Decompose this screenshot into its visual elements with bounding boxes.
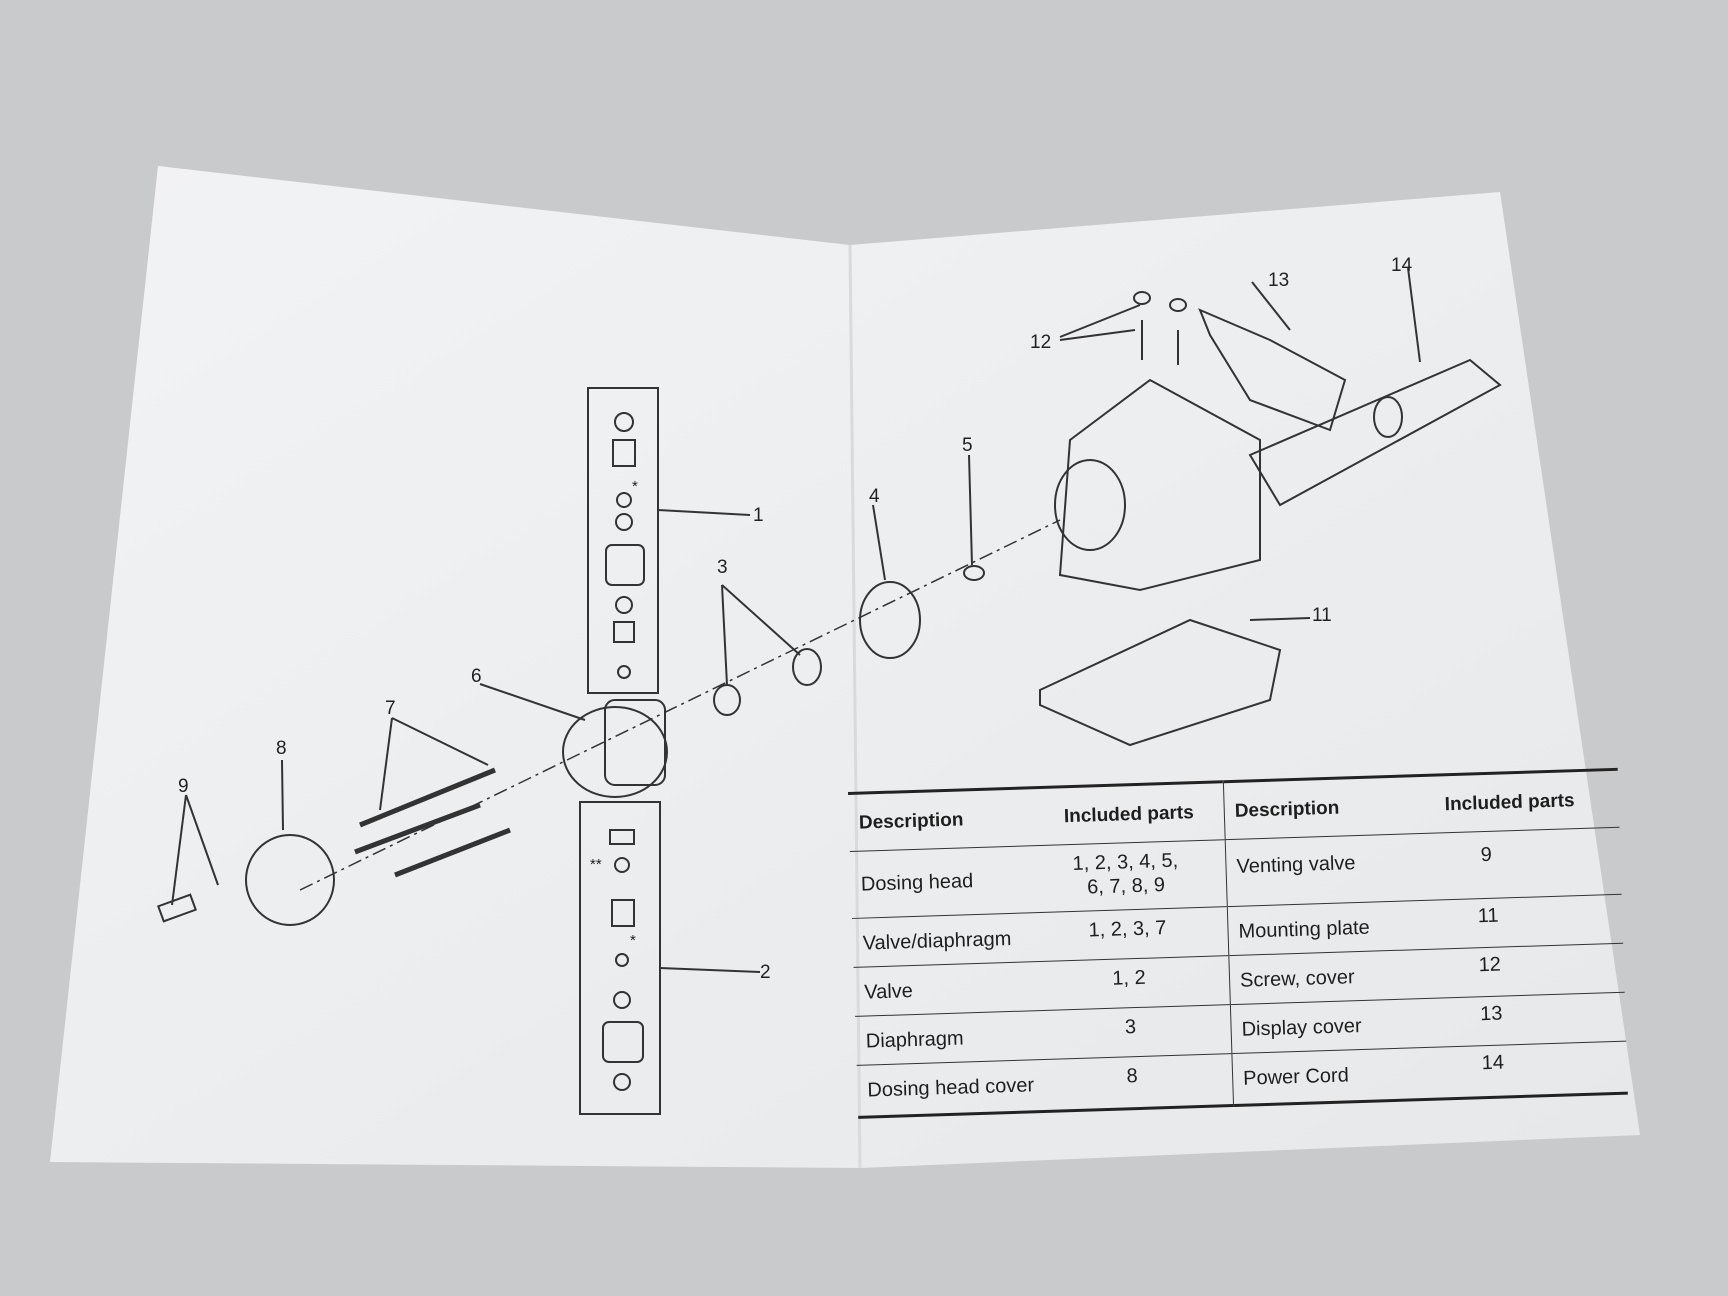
row-description: Screw, cover — [1239, 966, 1355, 992]
row-parts: 13 — [1479, 1002, 1503, 1026]
callout-4: 4 — [869, 486, 880, 507]
row-description: Dosing head cover — [867, 1074, 1035, 1102]
row-parts: 3 — [1124, 1016, 1137, 1039]
callout-2: 2 — [760, 962, 771, 983]
callout-13: 13 — [1268, 270, 1290, 291]
row-description: Diaphragm — [865, 1027, 964, 1053]
row-description: Dosing head — [860, 870, 974, 896]
row-parts: 14 — [1481, 1051, 1505, 1075]
row-description: Power Cord — [1242, 1064, 1350, 1090]
row-description: Valve — [863, 980, 914, 1004]
table-right: Description Included parts Venting valve… — [1223, 767, 1628, 1108]
row-parts: 11 — [1477, 904, 1499, 928]
callout-11: 11 — [1312, 605, 1332, 626]
callout-3: 3 — [717, 557, 728, 578]
row-description: Mounting plate — [1238, 916, 1371, 943]
callout-8: 8 — [276, 738, 287, 759]
table-row: Venting valve 9 — [1225, 827, 1622, 908]
header-description: Description — [858, 809, 964, 834]
row-description: Venting valve — [1236, 852, 1356, 878]
paper-fold — [848, 244, 862, 1169]
header-included-parts: Included parts — [1444, 790, 1575, 816]
callout-1: 1 — [753, 505, 764, 526]
exploded-diagram — [157, 267, 1502, 1115]
table-row: Dosing head 1, 2, 3, 4, 5, 6, 7, 8, 9 — [849, 840, 1227, 919]
callout-6: 6 — [471, 666, 482, 687]
row-parts: 12 — [1478, 953, 1502, 977]
row-parts: 1, 2, 3, 7 — [1088, 917, 1167, 942]
callout-9: 9 — [178, 776, 189, 797]
callout-7: 7 — [385, 698, 396, 719]
row-description: Valve/diaphragm — [862, 927, 1012, 955]
marker-asterisk: * — [632, 478, 638, 495]
row-description: Display cover — [1241, 1014, 1362, 1041]
callout-12: 12 — [1030, 332, 1052, 353]
row-parts: 6, 7, 8, 9 — [1086, 874, 1166, 899]
callout-5: 5 — [962, 435, 973, 456]
table-left: Description Included parts Dosing head 1… — [848, 780, 1235, 1119]
header-description: Description — [1234, 797, 1340, 822]
row-parts: 8 — [1126, 1065, 1138, 1088]
callout-14: 14 — [1391, 255, 1413, 276]
paper-sheet — [50, 166, 1640, 1168]
header-included-parts: Included parts — [1063, 802, 1195, 828]
marker-asterisk: * — [630, 932, 636, 949]
row-parts: 9 — [1480, 843, 1493, 867]
row-parts: 1, 2 — [1111, 966, 1146, 990]
marker-double-asterisk: ** — [590, 856, 602, 873]
